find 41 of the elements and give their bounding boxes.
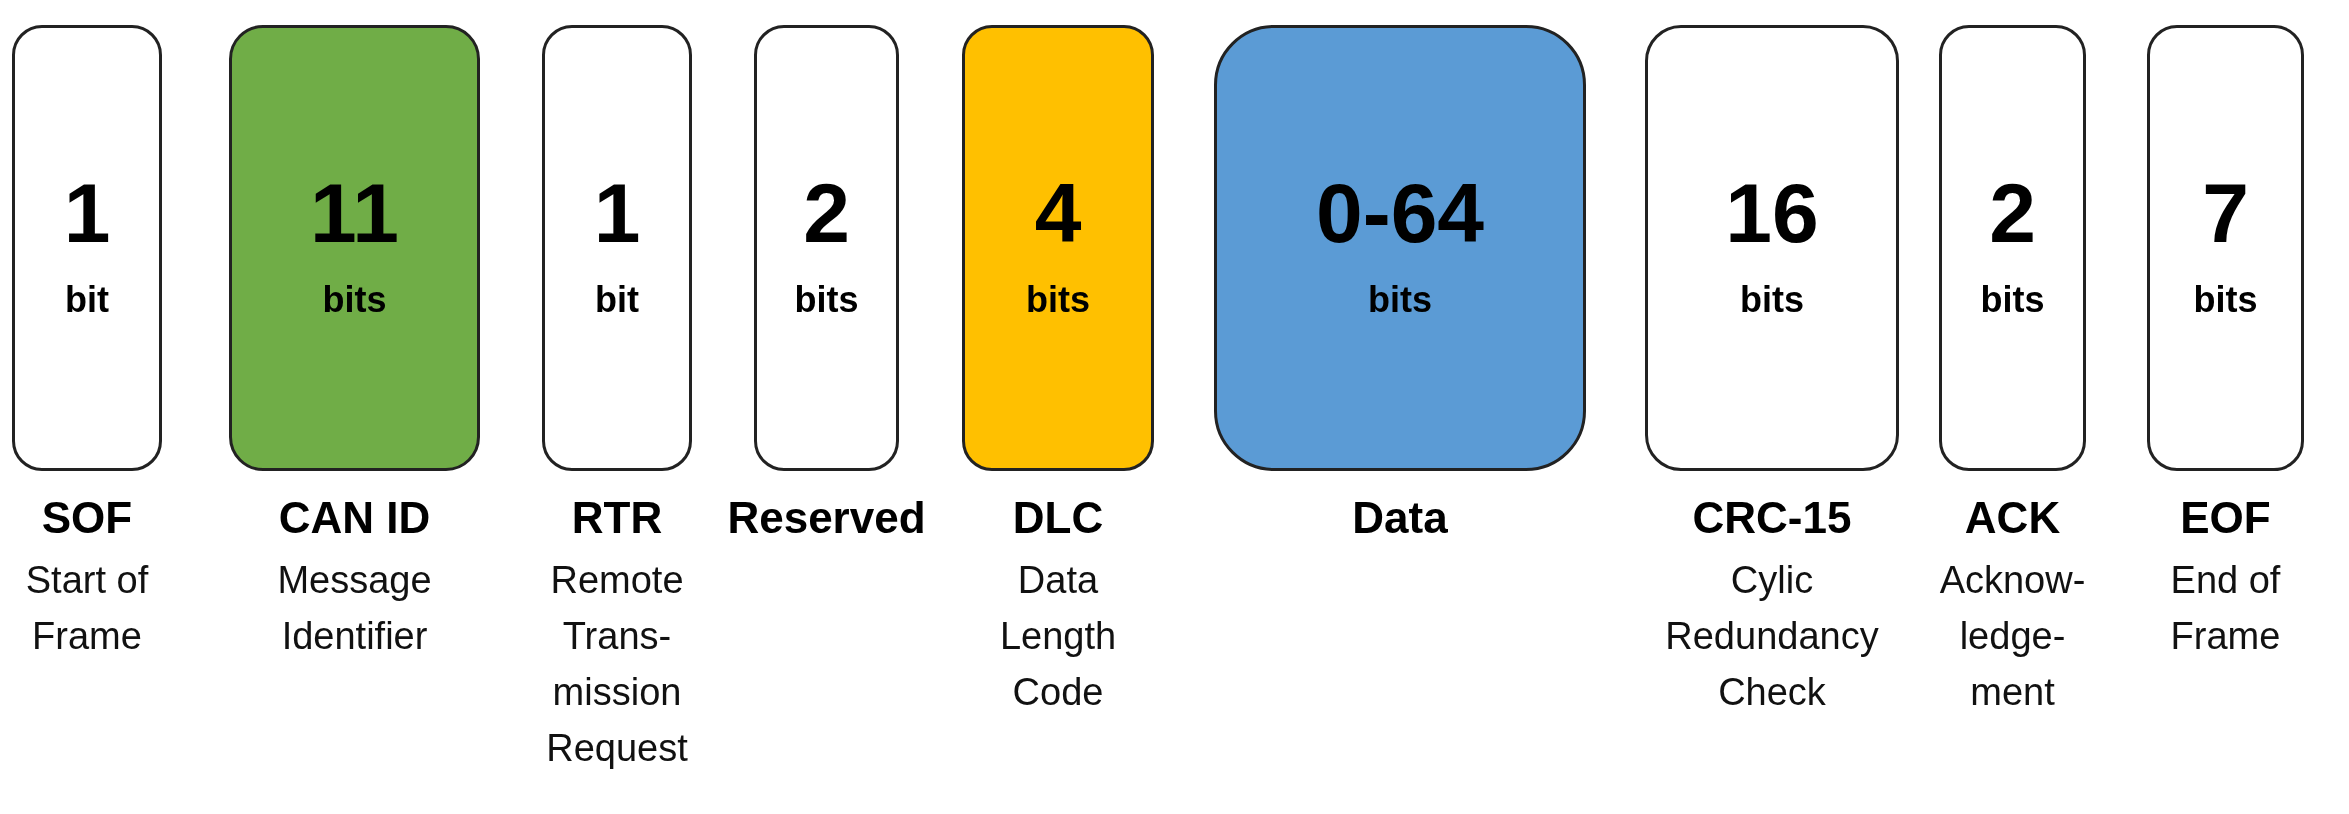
field-name: SOF (40, 492, 134, 544)
bit-count: 16 (1724, 168, 1820, 258)
field-description: End of Frame (2169, 558, 2282, 659)
field-box (229, 25, 480, 471)
field-name: CRC-15 (1691, 492, 1853, 544)
field-box (1645, 25, 1899, 471)
field-name: EOF (2179, 492, 2272, 544)
field-description: Message Identifier (276, 558, 433, 659)
field-box (1939, 25, 2086, 471)
bit-unit: bits (1739, 278, 1805, 322)
bit-count: 7 (2201, 168, 2250, 258)
bit-unit: bit (64, 278, 110, 322)
field-description: Remote Trans- mission Request (545, 558, 689, 771)
field-name: CAN ID (277, 492, 432, 544)
field-description: Start of Frame (24, 558, 150, 659)
field-box (12, 25, 162, 471)
bit-count: 2 (802, 168, 851, 258)
bit-count: 4 (1033, 168, 1083, 258)
field-name: ACK (1963, 492, 2062, 544)
field-box (962, 25, 1154, 471)
bit-unit: bits (1025, 278, 1091, 322)
bit-count: 11 (309, 168, 400, 258)
bit-unit: bit (594, 278, 640, 322)
bit-unit: bits (321, 278, 388, 322)
field-box (2147, 25, 2304, 471)
bit-count: 2 (1988, 168, 2037, 258)
field-description: Acknow- ledge- ment (1938, 558, 2087, 715)
field-box (1214, 25, 1586, 471)
field-description: Data Length Code (998, 558, 1118, 715)
field-box (754, 25, 899, 471)
bit-unit: bits (1367, 278, 1433, 322)
bit-count: 0-64 (1314, 168, 1486, 258)
field-description: Cylic Redundancy Check (1664, 558, 1880, 715)
field-name: Reserved (726, 492, 927, 544)
bit-unit: bits (2192, 278, 2259, 322)
field-name: Data (1351, 492, 1449, 544)
bit-count: 1 (592, 168, 642, 258)
bit-unit: bits (1979, 278, 2046, 322)
bit-count: 1 (62, 168, 112, 258)
field-box (542, 25, 692, 471)
bit-unit: bits (793, 278, 860, 322)
